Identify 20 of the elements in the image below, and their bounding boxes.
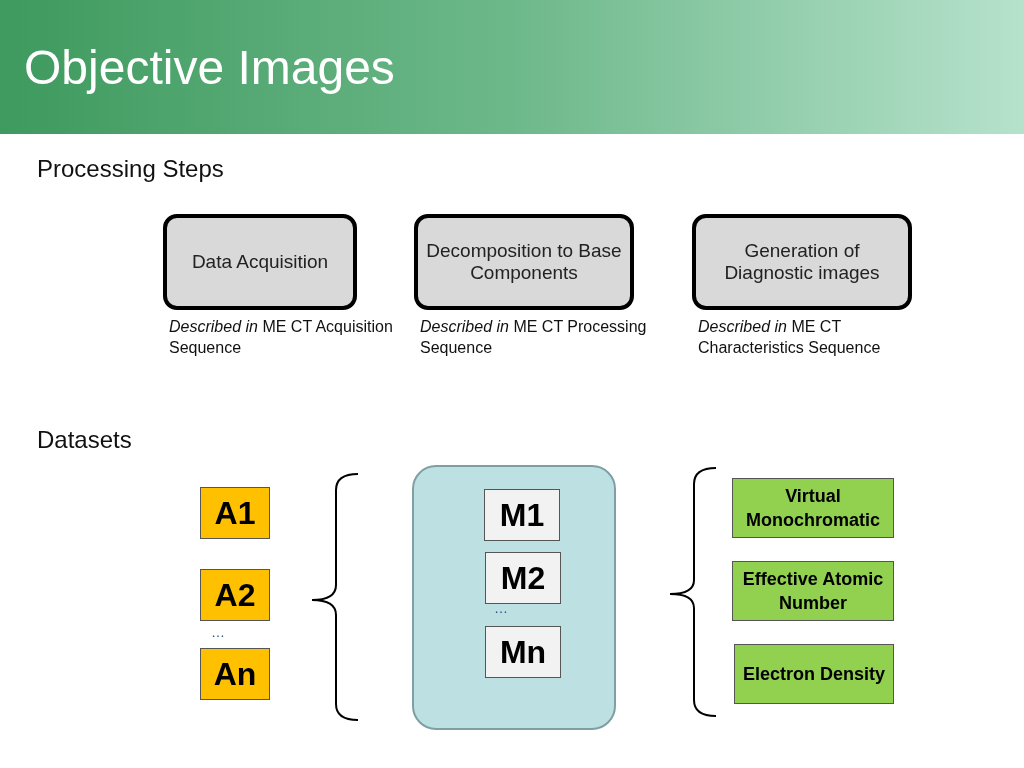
process-box: Decomposition to Base Components: [414, 214, 634, 310]
description-text: Described in ME CT Processing Sequence: [420, 317, 648, 358]
result-box: Electron Density: [734, 644, 894, 704]
dataset-box: An: [200, 648, 270, 700]
container-panel: [412, 465, 616, 730]
description-text: Described in ME CT Acquisition Sequence: [169, 317, 394, 358]
result-box: Virtual Monochromatic: [732, 478, 894, 538]
title: Objective Images: [24, 40, 395, 95]
material-box: Mn: [485, 626, 561, 678]
material-box: M2: [485, 552, 561, 604]
dataset-box: A2: [200, 569, 270, 621]
result-box: Effective Atomic Number: [732, 561, 894, 621]
process-box: Data Acquisition: [163, 214, 357, 310]
section-heading: Datasets: [37, 426, 132, 454]
process-box: Generation of Diagnostic images: [692, 214, 912, 310]
description-text: Described in ME CT Characteristics Sequence: [698, 317, 882, 358]
dataset-box: A1: [200, 487, 270, 539]
ellipsis: …: [211, 624, 225, 640]
section-heading: Processing Steps: [37, 155, 224, 183]
material-box: M1: [484, 489, 560, 541]
